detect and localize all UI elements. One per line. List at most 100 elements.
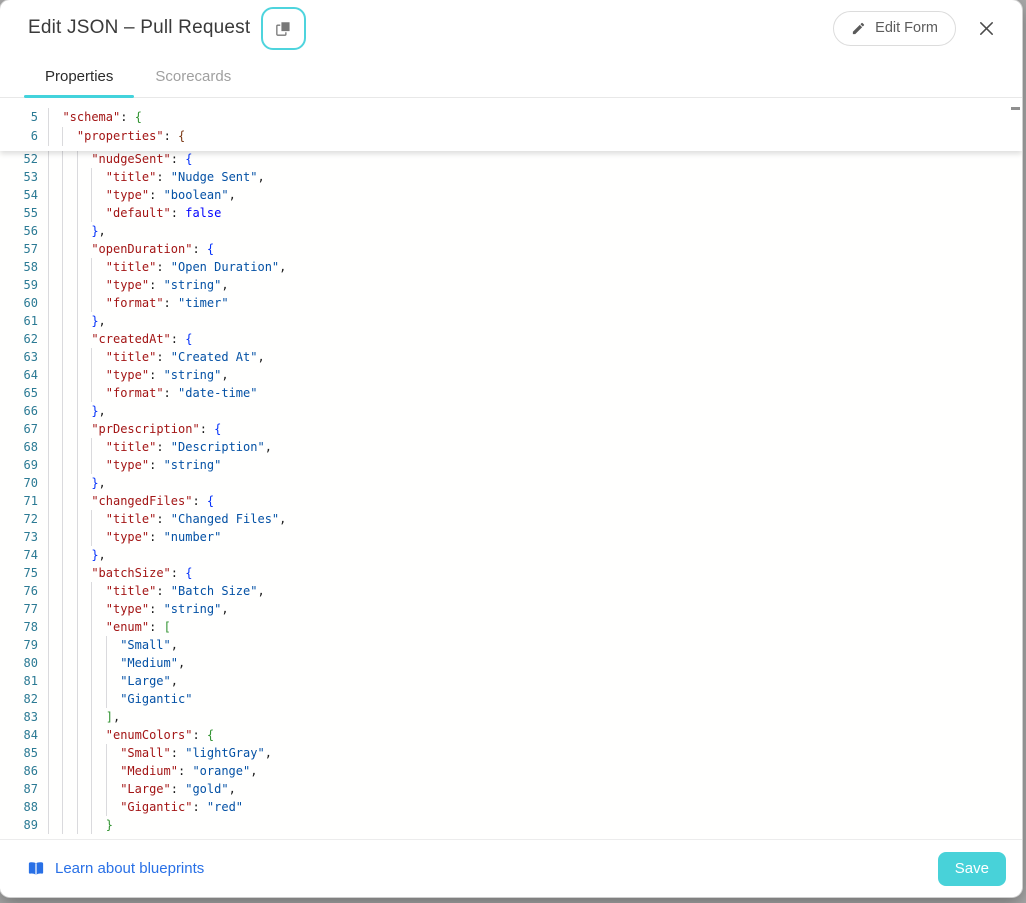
line-number: 72 xyxy=(23,512,38,526)
indent-guide xyxy=(62,672,76,690)
indent-guide xyxy=(91,636,105,654)
indent-guide xyxy=(48,222,62,240)
indent-guide xyxy=(76,564,91,582)
indent-guide xyxy=(48,546,62,564)
indent-guide xyxy=(76,762,91,780)
code-line: 68"title": "Description", xyxy=(0,438,1022,456)
line-number: 65 xyxy=(23,386,38,400)
indent-guide xyxy=(91,798,105,816)
indent-guide xyxy=(48,150,62,168)
indent-guide xyxy=(91,384,105,402)
indent-guide xyxy=(62,744,76,762)
indent-guide xyxy=(76,600,91,618)
line-number: 83 xyxy=(23,710,38,724)
indent-guide xyxy=(62,600,76,618)
json-editor[interactable]: 5"schema": {6"properties": { 52"nudgeSen… xyxy=(0,98,1022,839)
indent-guide xyxy=(62,636,76,654)
tab-properties[interactable]: Properties xyxy=(24,56,135,98)
line-number: 78 xyxy=(23,620,38,634)
indent-guide xyxy=(76,708,91,726)
indent-guide xyxy=(105,636,120,654)
save-button[interactable]: Save xyxy=(937,851,1006,886)
indent-guide xyxy=(48,438,62,456)
indent-guide xyxy=(48,330,62,348)
indent-guide xyxy=(76,672,91,690)
code-line: 74}, xyxy=(0,546,1022,564)
indent-guide xyxy=(76,222,91,240)
code-line: 60"format": "timer" xyxy=(0,294,1022,312)
indent-guide xyxy=(62,312,76,330)
indent-guide xyxy=(48,564,62,582)
code-line: 83], xyxy=(0,708,1022,726)
indent-guide xyxy=(48,312,62,330)
indent-guide xyxy=(91,204,105,222)
indent-guide xyxy=(76,798,91,816)
indent-guide xyxy=(62,708,76,726)
indent-guide xyxy=(48,582,62,600)
learn-about-blueprints-link[interactable]: Learn about blueprints xyxy=(26,859,204,878)
line-number: 88 xyxy=(23,800,38,814)
tab-scorecards[interactable]: Scorecards xyxy=(134,56,252,97)
code-line: 73"type": "number" xyxy=(0,528,1022,546)
close-icon xyxy=(977,19,996,38)
indent-guide xyxy=(91,438,105,456)
indent-guide xyxy=(48,108,62,127)
indent-guide xyxy=(62,816,76,834)
line-number: 67 xyxy=(23,422,38,436)
indent-guide xyxy=(48,690,62,708)
indent-guide xyxy=(62,474,76,492)
indent-guide xyxy=(105,744,120,762)
indent-guide xyxy=(76,474,91,492)
indent-guide xyxy=(62,366,76,384)
indent-guide xyxy=(76,258,91,276)
indent-guide xyxy=(48,456,62,474)
indent-guide xyxy=(48,204,62,222)
indent-guide xyxy=(76,186,91,204)
indent-guide xyxy=(91,582,105,600)
code-lines: 52"nudgeSent": {53"title": "Nudge Sent",… xyxy=(0,150,1022,834)
copy-button[interactable] xyxy=(261,6,307,50)
indent-guide xyxy=(105,762,120,780)
indent-guide xyxy=(105,654,120,672)
indent-guide xyxy=(91,780,105,798)
indent-guide xyxy=(48,240,62,258)
indent-guide xyxy=(62,127,76,146)
indent-guide xyxy=(76,420,91,438)
edit-form-button[interactable]: Edit Form xyxy=(833,10,956,46)
indent-guide xyxy=(62,492,76,510)
line-number: 69 xyxy=(23,458,38,472)
learn-link-label: Learn about blueprints xyxy=(55,860,205,877)
indent-guide xyxy=(76,294,91,312)
indent-guide xyxy=(48,294,62,312)
indent-guide xyxy=(48,636,62,654)
line-number: 62 xyxy=(23,332,38,346)
code-line: 57"openDuration": { xyxy=(0,240,1022,258)
line-number: 58 xyxy=(23,260,38,274)
indent-guide xyxy=(62,654,76,672)
indent-guide xyxy=(48,366,62,384)
line-number: 5 xyxy=(30,110,38,124)
indent-guide xyxy=(76,618,91,636)
line-number: 6 xyxy=(30,129,38,143)
line-number: 63 xyxy=(23,350,38,364)
indent-guide xyxy=(62,690,76,708)
line-number: 68 xyxy=(23,440,38,454)
code-line: 69"type": "string" xyxy=(0,456,1022,474)
scrollbar-thumb[interactable] xyxy=(1011,107,1020,110)
indent-guide xyxy=(48,672,62,690)
code-line: 89} xyxy=(0,816,1022,834)
code-line: 82"Gigantic" xyxy=(0,690,1022,708)
indent-guide xyxy=(76,150,91,168)
code-line: 77"type": "string", xyxy=(0,600,1022,618)
line-number: 71 xyxy=(23,494,38,508)
indent-guide xyxy=(62,456,76,474)
close-button[interactable] xyxy=(972,14,1000,42)
indent-guide xyxy=(105,690,120,708)
indent-guide xyxy=(48,510,62,528)
line-number: 59 xyxy=(23,278,38,292)
indent-guide xyxy=(62,294,76,312)
indent-guide xyxy=(62,780,76,798)
indent-guide xyxy=(62,438,76,456)
indent-guide xyxy=(76,438,91,456)
indent-guide xyxy=(62,276,76,294)
